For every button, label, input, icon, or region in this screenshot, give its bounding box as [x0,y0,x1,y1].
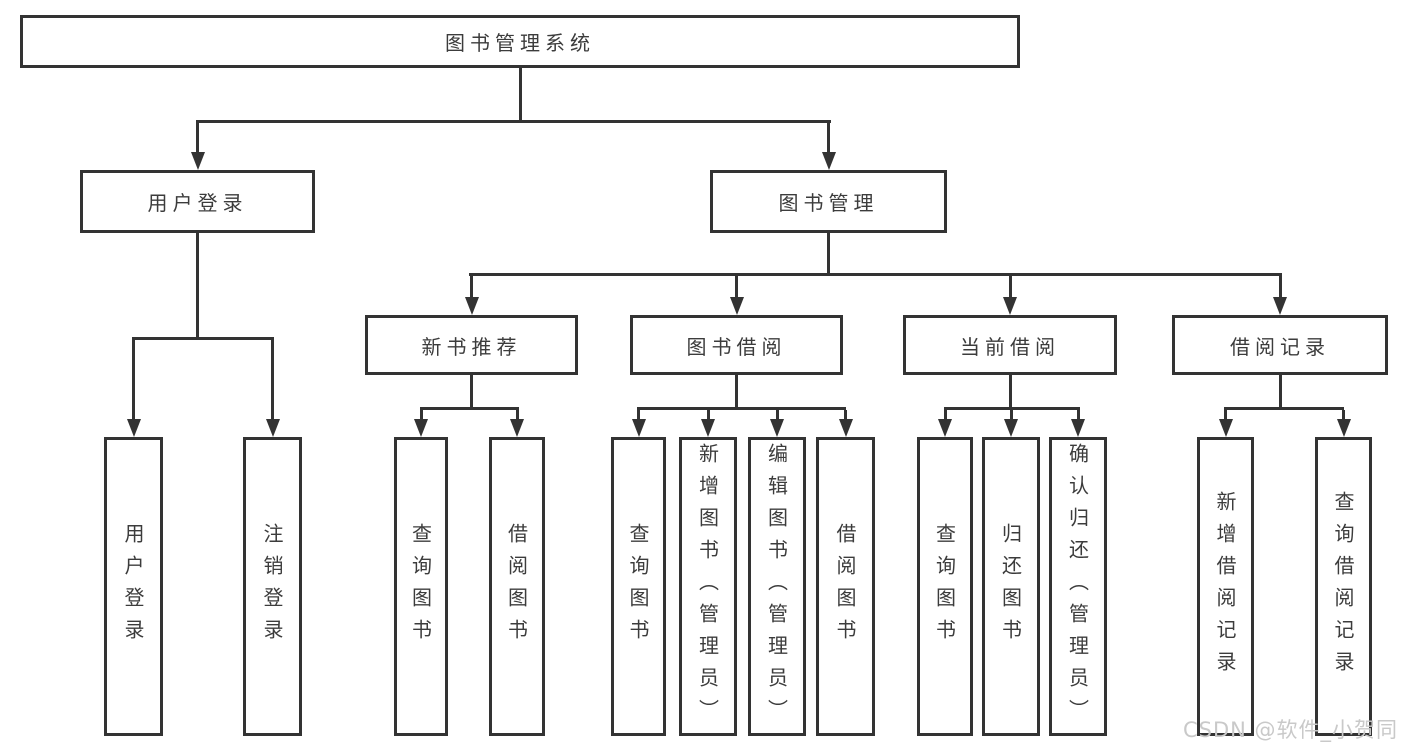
connector-drop-book-borrowing [735,276,738,297]
connector-root-stem [518,68,522,123]
connector-drop-user-login [196,123,199,154]
node-new-book-recommendation-label: 新书推荐 [421,334,522,359]
connector-drop [775,410,779,419]
connector-book-management-span [468,273,1282,276]
connector-drop [706,410,710,419]
connector-drop [1009,410,1013,419]
arrowhead-leaf-logout [265,419,280,437]
node-user-login-label: 用户登录 [147,191,248,215]
connector-drop-borrow-records [1278,276,1282,297]
connector-drop [1342,410,1345,419]
csdn-watermark: CSDN @软件_小贺同学 [1183,718,1399,742]
leaf-logout: 注销登录 [243,437,302,736]
arrowhead [838,419,853,437]
arrowhead [1071,419,1085,437]
arrowhead [510,419,524,437]
connector-root-span [195,120,831,123]
connector-drop [844,410,847,419]
connector-drop [943,410,947,419]
connector-drop [1224,410,1227,419]
connector-book-borrowing-stem [735,375,738,410]
arrowhead-new-book [464,297,479,315]
arrowhead [631,419,646,437]
node-book-borrowing: 图书借阅 [630,315,843,375]
connector-drop-current-borrowing [1008,276,1012,297]
leaf-borrow-books: 借阅图书 [816,437,875,736]
leaf-user-login: 用户登录 [104,437,163,736]
connector-drop [515,410,519,419]
connector-drop [637,410,640,419]
leaf-query-borrow-record: 查询借阅记录 [1315,437,1372,736]
node-book-management-label: 图书管理 [778,191,879,215]
connector-book-management-stem [827,233,830,276]
leaf-add-borrow-record: 新增借阅记录 [1197,437,1254,736]
leaf-add-books-admin: 新增图书（管理员） [679,437,737,736]
node-new-book-recommendation: 新书推荐 [365,315,578,375]
arrowhead [770,419,784,437]
arrowhead-user-login [190,152,205,170]
arrowhead [414,419,428,437]
connector-drop-leaf-logout [271,340,274,419]
node-root-label: 图书管理系统 [445,31,595,55]
arrowhead-current-borrowing [1003,297,1017,315]
connector-current-borrowing-span [943,407,1080,410]
arrowhead [1004,419,1018,437]
leaf-edit-books-admin: 编辑图书（管理员） [748,437,806,736]
arrowhead-borrow-records [1273,297,1287,315]
connector-drop-book-management [827,123,830,154]
arrowhead [701,419,715,437]
connector-new-book-span [419,407,519,410]
arrowhead [1336,419,1351,437]
node-book-management: 图书管理 [710,170,947,233]
arrowhead-leaf-user-login [126,419,141,437]
arrowhead [938,419,952,437]
leaf-query-books: 查询图书 [611,437,666,736]
connector-user-login-span [132,337,274,340]
connector-borrow-records-stem [1278,375,1282,410]
arrowhead-book-borrowing [729,297,744,315]
connector-new-book-stem [470,375,473,410]
leaf-query-books: 查询图书 [917,437,973,736]
connector-drop-leaf-user-login [132,340,135,419]
node-root: 图书管理系统 [20,15,1020,68]
node-book-borrowing-label: 图书借阅 [686,334,787,359]
connector-drop [419,410,423,419]
connector-drop-new-book [470,276,473,297]
leaf-query-books: 查询图书 [394,437,448,736]
connector-book-borrowing-span [637,407,846,410]
arrowhead-book-management [821,152,836,170]
node-borrow-records-label: 借阅记录 [1230,334,1330,359]
node-current-borrowing: 当前借阅 [903,315,1117,375]
connector-current-borrowing-stem [1008,375,1012,410]
node-current-borrowing-label: 当前借阅 [960,334,1060,359]
connector-drop [1076,410,1080,419]
node-user-login: 用户登录 [80,170,315,233]
connector-user-login-stem [196,233,199,340]
arrowhead [1218,419,1233,437]
leaf-borrow-books: 借阅图书 [489,437,545,736]
connector-borrow-records-span [1224,407,1344,410]
leaf-return-books: 归还图书 [982,437,1040,736]
node-borrow-records: 借阅记录 [1172,315,1388,375]
leaf-confirm-return-admin: 确认归还（管理员） [1049,437,1107,736]
